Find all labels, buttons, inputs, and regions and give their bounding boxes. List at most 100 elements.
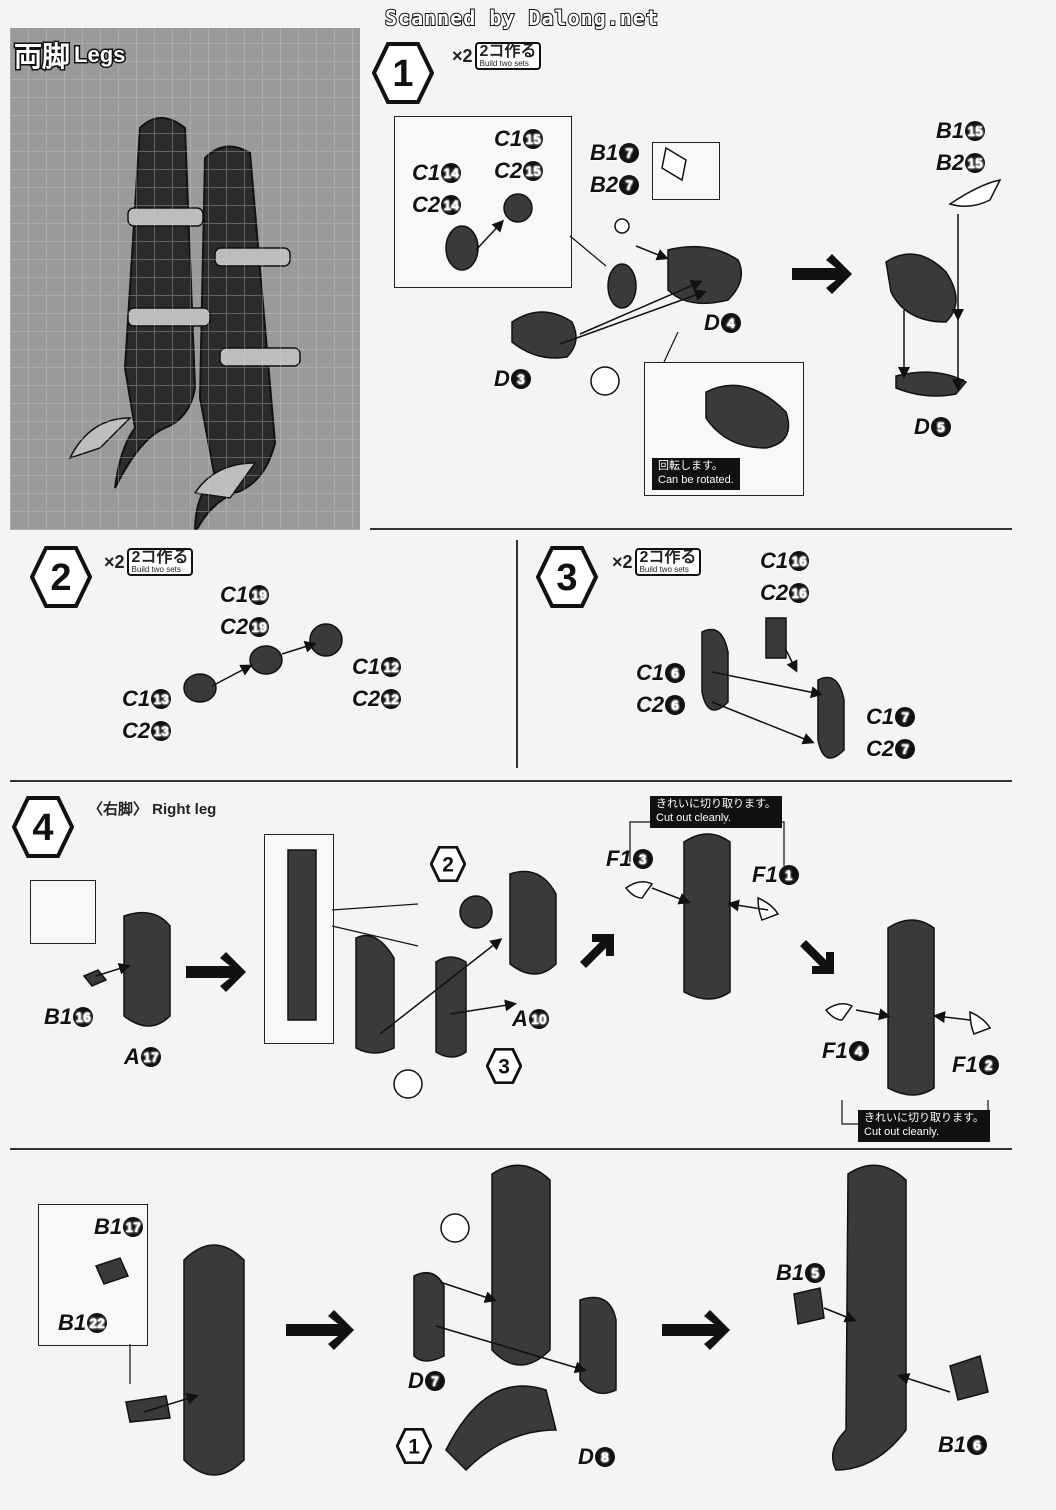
step-4-b1-detail bbox=[30, 880, 96, 944]
part-d8 bbox=[579, 1296, 617, 1395]
cut-note-en: Cut out cleanly. bbox=[656, 811, 732, 824]
step-3-build-en: Build two sets bbox=[639, 565, 689, 574]
svg-text:1: 1 bbox=[408, 1436, 420, 1459]
part-claw bbox=[445, 1385, 557, 1472]
svg-text:3: 3 bbox=[498, 1056, 510, 1079]
rotate-note: 回転します。 Can be rotated. bbox=[652, 458, 740, 490]
step-4-a17-detail bbox=[264, 834, 334, 1044]
part-c2-15-assembled bbox=[607, 263, 637, 309]
cut-note-bottom: きれいに切り取ります。 Cut out cleanly. bbox=[858, 1110, 990, 1142]
step-1-build-en: Build two sets bbox=[479, 59, 529, 68]
cut-note-jp: きれいに切り取ります。 bbox=[656, 798, 776, 810]
part-b1-6 bbox=[949, 1355, 989, 1401]
rotate-note-jp: 回転します。 bbox=[658, 460, 723, 472]
part-a17 bbox=[123, 911, 171, 1027]
part-a10 bbox=[509, 870, 557, 975]
step-1-badge: 1 bbox=[371, 42, 435, 104]
part-c1-16 bbox=[765, 617, 787, 659]
part-leg-final bbox=[831, 1164, 907, 1471]
step-1-b1-detail bbox=[652, 142, 720, 200]
part-inner-shin bbox=[355, 934, 395, 1054]
part-c1-12 bbox=[309, 623, 343, 657]
part-shin-assembled bbox=[683, 833, 731, 1000]
divider bbox=[370, 528, 1012, 530]
part-d4-assembled bbox=[885, 253, 957, 323]
step-2-build-en: Build two sets bbox=[131, 565, 181, 574]
svg-text:2: 2 bbox=[442, 854, 454, 877]
part-b1-7 bbox=[614, 218, 630, 234]
ref-step-3-badge: 3 bbox=[485, 1047, 523, 1085]
legs-render-image bbox=[68, 117, 301, 530]
step-1-number: 1 bbox=[392, 53, 413, 95]
part-d5 bbox=[895, 371, 968, 397]
section-title-en: Legs bbox=[73, 41, 127, 69]
sticker-dot-icon bbox=[393, 1069, 423, 1099]
step-2-multiplier: ×2 bbox=[104, 551, 125, 572]
step-2-number: 2 bbox=[50, 557, 71, 599]
step-2-build-jp: 2コ作る bbox=[131, 549, 189, 566]
rotate-note-en: Can be rotated. bbox=[658, 473, 734, 486]
cut-note-top: きれいに切り取ります。 Cut out cleanly. bbox=[650, 796, 782, 828]
part-c1-13 bbox=[183, 673, 217, 703]
part-b1-16 bbox=[82, 969, 108, 987]
part-a10-inner bbox=[435, 956, 467, 1058]
part-f1-2 bbox=[969, 1010, 992, 1035]
step-1-detail-inset bbox=[394, 116, 572, 288]
part-c1-6 bbox=[701, 628, 729, 711]
divider bbox=[10, 1148, 1012, 1150]
part-d4 bbox=[667, 245, 743, 305]
part-c1-19 bbox=[249, 645, 283, 675]
sticker-dot-icon bbox=[440, 1213, 470, 1243]
step-3-number: 3 bbox=[556, 557, 577, 599]
part-leg-upper bbox=[183, 1244, 245, 1476]
part-leg-mid bbox=[491, 1164, 551, 1366]
part-f1-4 bbox=[824, 1003, 854, 1021]
part-b1-22 bbox=[125, 1395, 171, 1423]
arrow-right-icon bbox=[792, 254, 852, 294]
divider bbox=[10, 780, 1012, 782]
part-b1-5 bbox=[793, 1287, 825, 1325]
scan-credit: Scanned by Dalong.net bbox=[384, 5, 659, 31]
sticker-dot-icon bbox=[590, 366, 620, 396]
step-3-build-jp: 2コ作る bbox=[639, 549, 697, 566]
hero-illustration bbox=[10, 28, 360, 530]
divider bbox=[516, 540, 518, 768]
step-3-multiplier: ×2 bbox=[612, 551, 633, 572]
part-step2-ball bbox=[459, 895, 493, 929]
ref-step-1-badge: 1 bbox=[395, 1427, 433, 1465]
part-c1-7 bbox=[817, 676, 845, 759]
arrow-right-icon bbox=[662, 1310, 730, 1350]
part-d3 bbox=[511, 311, 577, 359]
